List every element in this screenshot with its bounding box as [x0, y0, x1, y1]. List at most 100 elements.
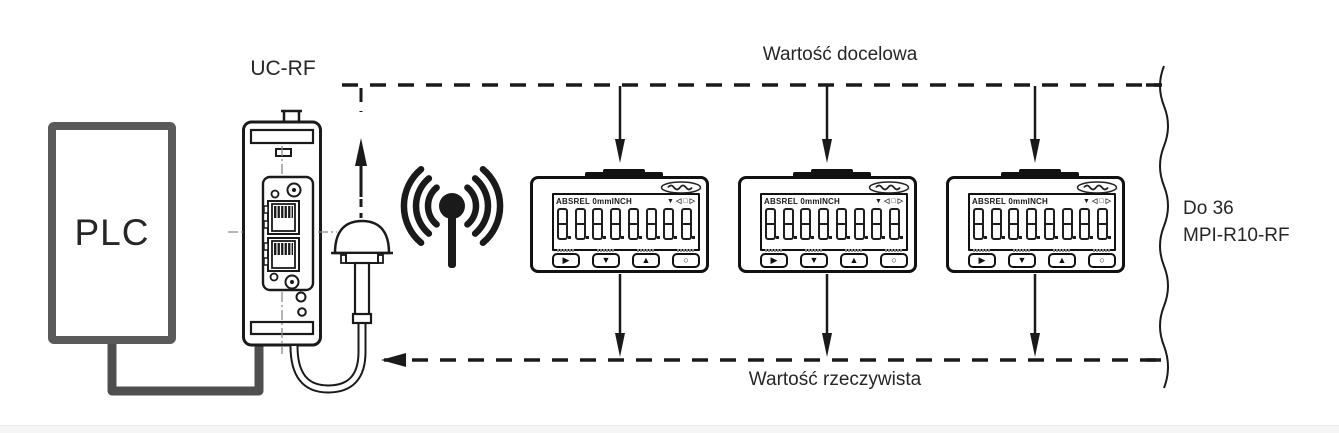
plc-box: [48, 122, 176, 344]
plc-cable: [107, 344, 264, 396]
set-button[interactable]: ○: [1088, 253, 1116, 268]
button-microtext: [805, 249, 823, 252]
display-arrows: [615, 86, 1040, 357]
capacity-line1: Do 36: [1183, 198, 1234, 219]
button-microtext: [765, 249, 783, 252]
seven-segment-digit: [645, 208, 660, 240]
set-button[interactable]: ○: [880, 253, 908, 268]
antenna-stub: [281, 109, 302, 122]
ucrf-label: UC-RF: [250, 57, 316, 80]
left-triangle-icon: ◁: [883, 197, 891, 205]
seven-segment-digit: [782, 208, 797, 240]
right-button[interactable]: ▶: [968, 253, 996, 268]
seven-segment-digit: [888, 208, 903, 240]
lcd-digits: [762, 206, 906, 240]
seven-segment-digit: [1043, 208, 1058, 240]
button-group: ○: [672, 249, 700, 268]
decimal-point: [621, 236, 625, 239]
button-microtext: [1013, 249, 1031, 252]
down-button[interactable]: ▼: [592, 253, 620, 268]
button-group: ▼: [592, 249, 620, 268]
capacity-label: Do 36 MPI-R10-RF: [1183, 195, 1290, 249]
target-value-label: Wartość docelowa: [762, 44, 918, 65]
decimal-point: [1054, 236, 1058, 239]
decimal-point: [882, 236, 886, 239]
signal-icon: ▼: [875, 197, 883, 205]
decimal-point: [793, 236, 797, 239]
mount-tab-top: [810, 169, 853, 174]
button-microtext: [1093, 249, 1111, 252]
din-clip: [275, 148, 292, 157]
button-group: ▼: [800, 249, 828, 268]
button-microtext: [597, 249, 615, 252]
down-button[interactable]: ▼: [800, 253, 828, 268]
actual-arrow-down: [822, 274, 832, 357]
decimal-point: [585, 236, 589, 239]
button-group: ○: [1088, 249, 1116, 268]
decimal-point: [846, 236, 850, 239]
mount-tab-top: [1018, 169, 1061, 174]
lcd-digits: [554, 206, 698, 240]
target-arrow-down: [615, 86, 625, 163]
button-group: ▲: [1048, 249, 1076, 268]
panel-hole: [269, 272, 279, 282]
actual-dashed-line: [381, 353, 1162, 367]
decimal-point: [568, 236, 571, 239]
button-group: ▶: [760, 249, 788, 268]
right-button[interactable]: ▶: [552, 253, 580, 268]
led-indicator: [297, 307, 307, 317]
actual-arrow-down: [1030, 274, 1040, 357]
antenna-dome-connector: [331, 219, 393, 325]
arrow-down-icon: [1030, 333, 1040, 357]
seven-segment-digit: [557, 208, 571, 240]
button-microtext: [885, 249, 903, 252]
left-triangle-icon: ◁: [675, 197, 683, 205]
set-button[interactable]: ○: [672, 253, 700, 268]
break-line: [1159, 65, 1169, 389]
lcd-status-icons: ▼◁□▷: [875, 197, 904, 206]
button-group: ○: [880, 249, 908, 268]
panel-hole: [270, 189, 280, 199]
arrow-up-icon: [355, 138, 367, 166]
lcd-status-icons: ▼◁□▷: [667, 197, 696, 206]
seven-segment-digit: [1026, 208, 1041, 240]
antenna-cable: [289, 323, 367, 394]
button-microtext: [677, 249, 695, 252]
seven-segment-digit: [680, 208, 695, 240]
lcd-status-icons: ▼◁□▷: [1083, 197, 1112, 206]
lcd-indicators: ABSREL 0mmINCH: [764, 196, 840, 206]
ethernet-port-2[interactable]: [263, 237, 300, 272]
mpi-display-unit: ABSREL 0mmINCH ▼◁□▷ ▶▼▲○: [946, 169, 1125, 273]
button-group: ▲: [632, 249, 660, 268]
up-button[interactable]: ▲: [1048, 253, 1076, 268]
led-indicator: [295, 291, 307, 303]
decimal-point: [674, 236, 678, 239]
decimal-point: [1072, 236, 1076, 239]
down-button[interactable]: ▼: [1008, 253, 1036, 268]
seven-segment-digit: [663, 208, 678, 240]
square-icon: □: [891, 197, 897, 205]
up-button[interactable]: ▲: [632, 253, 660, 268]
button-group: ▶: [968, 249, 996, 268]
lcd-screen: ABSREL 0mmINCH ▼◁□▷: [760, 193, 908, 251]
button-microtext: [1053, 249, 1071, 252]
mount-tab: [584, 172, 663, 178]
target-arrow-down: [1030, 86, 1040, 163]
capacity-line2: MPI-R10-RF: [1183, 225, 1290, 246]
button-group: ▲: [840, 249, 868, 268]
uplink-arrow: [355, 88, 367, 218]
plc-label: PLC: [74, 212, 150, 253]
mpi-display-unit: ABSREL 0mmINCH ▼◁□▷ ▶▼▲○: [530, 169, 709, 273]
footer-band: [0, 425, 1339, 433]
ethernet-port-1[interactable]: [263, 200, 300, 235]
seven-segment-digit: [610, 208, 625, 240]
up-button[interactable]: ▲: [840, 253, 868, 268]
screw-icon: [284, 274, 300, 290]
decimal-point: [864, 236, 868, 239]
decimal-point: [638, 236, 642, 239]
right-button[interactable]: ▶: [760, 253, 788, 268]
decimal-point: [829, 236, 833, 239]
decimal-point: [603, 236, 607, 239]
